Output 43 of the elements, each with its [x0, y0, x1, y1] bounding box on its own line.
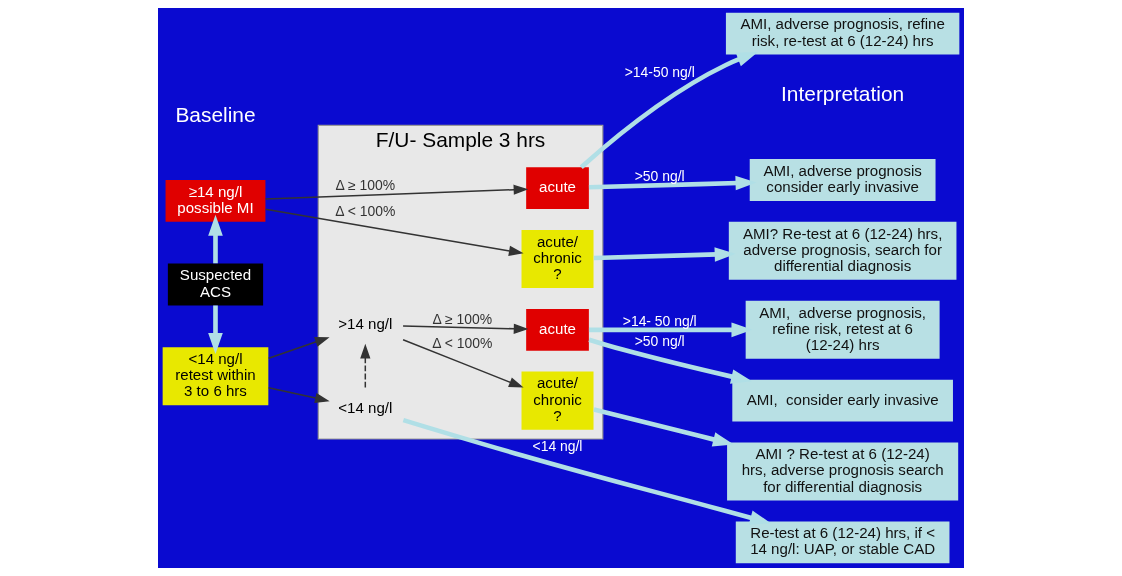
edge-label: >14-50 ng/l — [624, 64, 695, 81]
arrow — [593, 407, 734, 447]
edge-label: Δ ≥ 100% — [335, 176, 396, 193]
arrow — [588, 175, 757, 191]
edge-label: <14 ng/l — [532, 438, 583, 455]
edge-label: Δ ≥ 100% — [432, 310, 493, 327]
arrow — [267, 386, 330, 404]
node-box: AMI, consider early invasive — [732, 379, 953, 422]
edge-label: Δ < 100% — [335, 202, 396, 219]
node-box: acute — [526, 167, 589, 210]
arrow — [264, 184, 529, 200]
node-box: acute/ chronic? — [521, 371, 594, 430]
node-box: Suspected ACS — [167, 263, 264, 306]
node-box: Re-test at 6 (12-24) hrs, if < 14 ng/l: UAP, or stable CAD — [735, 521, 950, 564]
arrow — [267, 337, 330, 359]
arrow — [593, 247, 736, 262]
node-box: ≥14 ng/l possible MI — [165, 180, 266, 222]
arrow — [208, 214, 223, 264]
node-text: <14 ng/l — [338, 398, 393, 416]
node-box: <14 ng/l retest within 3 to 6 hrs — [162, 347, 269, 406]
node-box: acute/ chronic? — [521, 229, 594, 288]
arrow — [360, 343, 371, 389]
node-text: >14 ng/l — [338, 315, 393, 333]
arrow — [588, 322, 753, 338]
label: Interpretation — [781, 82, 905, 106]
label: Baseline — [175, 103, 256, 127]
arrow — [208, 305, 223, 354]
edge-label: >14- 50 ng/l — [622, 312, 697, 329]
arrow — [402, 417, 771, 525]
arrow — [402, 338, 524, 388]
node-box: AMI, adverse prognosis, refine risk, retest at 6 (12-24) hrs — [745, 300, 940, 359]
node-box: AMI ? Re-test at 6 (12-24) hrs, adverse prognosis search for differential diagnosis — [727, 442, 959, 501]
arrow — [588, 337, 753, 384]
node-box: acute — [526, 308, 589, 351]
node-box: AMI? Re-test at 6 (12-24) hrs, adverse prognosis, search for differential diagnosis — [728, 221, 957, 280]
arrow — [402, 323, 529, 334]
edge-label: >50 ng/l — [634, 167, 685, 184]
node-box: AMI, adverse prognosis consider early invasive — [749, 159, 936, 201]
edge-label: Δ < 100% — [432, 334, 493, 351]
node-box: AMI, adverse prognosis, refine risk, re-test at 6 (12-24) hrs — [725, 12, 960, 55]
edge-label: >50 ng/l — [634, 332, 685, 349]
arrow — [579, 52, 758, 169]
arrow — [264, 208, 524, 256]
